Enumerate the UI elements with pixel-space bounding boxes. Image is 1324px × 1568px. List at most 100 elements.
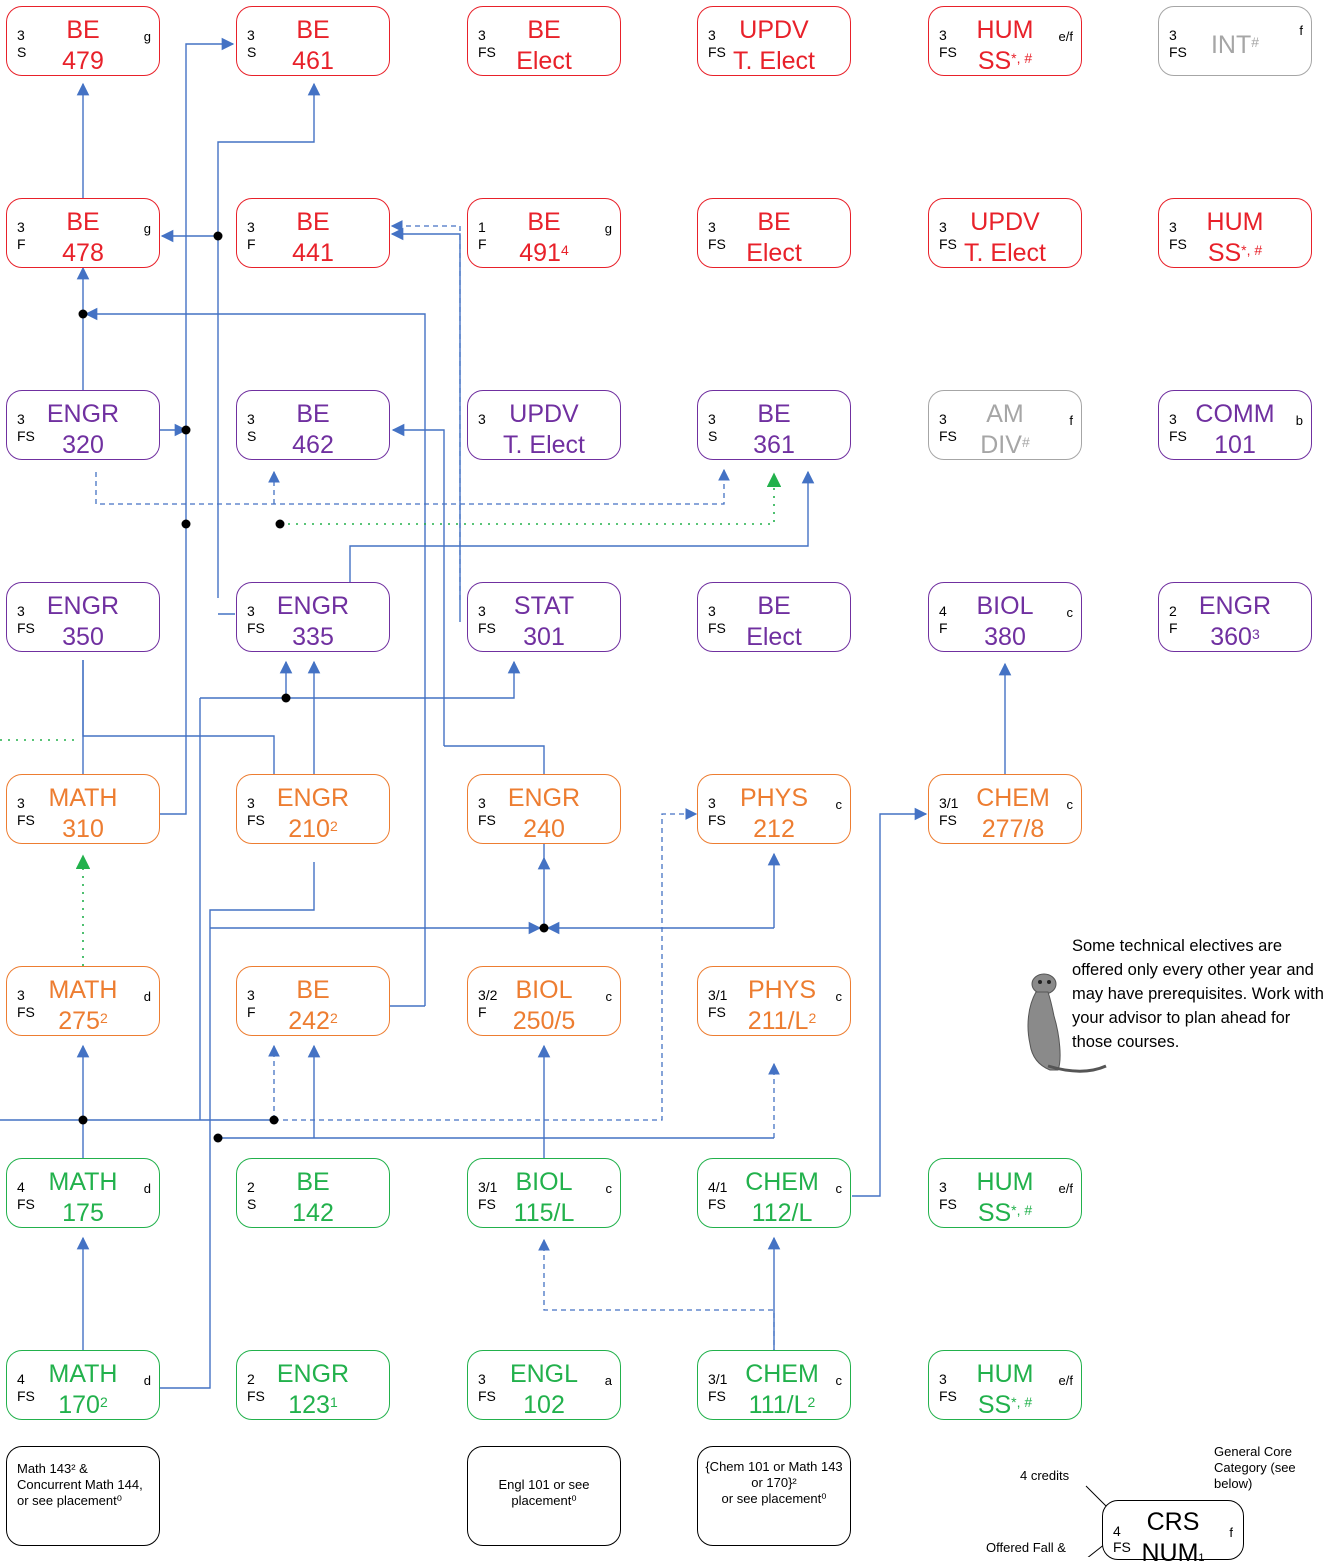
course-number: 361 (698, 431, 850, 459)
footnote: 2 (330, 1010, 338, 1026)
course-prefix: BE (237, 976, 389, 1004)
course-prefix: MATH (7, 1168, 159, 1196)
course-prefix: ENGR (7, 400, 159, 428)
course-number: 277/8 (929, 815, 1081, 843)
core-category: f (1069, 413, 1073, 428)
course-number: T. Elect (698, 47, 850, 75)
course-number: 123 (288, 1391, 330, 1419)
core-category: c (836, 1373, 843, 1388)
course-number: 320 (7, 431, 159, 459)
course-number: 360 (1210, 623, 1252, 651)
course-prefix: MATH (7, 784, 159, 812)
course-number: 211/L (748, 1007, 809, 1035)
course-number: 335 (237, 623, 389, 651)
course-number: 240 (468, 815, 620, 843)
course-number: 491 (519, 239, 561, 267)
prereq-note-chem: {Chem 101 or Math 143 or 170}² or see pl… (697, 1446, 851, 1546)
course-number: 350 (7, 623, 159, 651)
legend-footnote: 1 (1198, 1552, 1204, 1564)
course-prefix: BE (468, 208, 620, 236)
course-prefix: COMM (1159, 400, 1311, 428)
footnote: 2 (808, 1394, 816, 1410)
course-prefix: UPDV (698, 16, 850, 44)
prereq-note-text: Math 143² & Concurrent Math 144, or see … (17, 1461, 151, 1509)
prereq-note-text: Engl 101 or see placement⁰ (474, 1477, 614, 1509)
course-prefix: HUM (1159, 208, 1311, 236)
core-category: e/f (1059, 29, 1073, 44)
course-prefix: ENGR (468, 784, 620, 812)
course-prefix: BE (698, 208, 850, 236)
core-category: f (1299, 23, 1303, 38)
course-prefix: STAT (468, 592, 620, 620)
course-number: 462 (237, 431, 389, 459)
core-category: g (144, 29, 151, 44)
footnote: *, # (1011, 50, 1032, 66)
course-prefix: PHYS (698, 976, 850, 1004)
core-category: g (605, 221, 612, 236)
course-prefix: AM (929, 400, 1081, 428)
course-prefix: BE (237, 400, 389, 428)
advice-message: Some technical electives are offered onl… (1072, 934, 1324, 1054)
footnote: 2 (100, 1010, 108, 1026)
legend-category: f (1229, 1525, 1233, 1540)
course-number: 478 (7, 239, 159, 267)
footnote: 3 (1252, 626, 1260, 642)
core-category: d (144, 1181, 151, 1196)
course-number: SS (1208, 239, 1241, 267)
course-number: 111/L (749, 1391, 808, 1419)
course-number: 250/5 (468, 1007, 620, 1035)
core-category: c (606, 989, 613, 1004)
legend-credits-label: 4 credits (1020, 1468, 1069, 1483)
legend-number: NUM (1141, 1539, 1198, 1567)
footnote: *, # (1011, 1394, 1032, 1410)
course-prefix: ENGR (1159, 592, 1311, 620)
course-number: 170 (58, 1391, 100, 1419)
course-prefix: MATH (7, 1360, 159, 1388)
course-number: Elect (698, 623, 850, 651)
course-prefix: BE (698, 592, 850, 620)
